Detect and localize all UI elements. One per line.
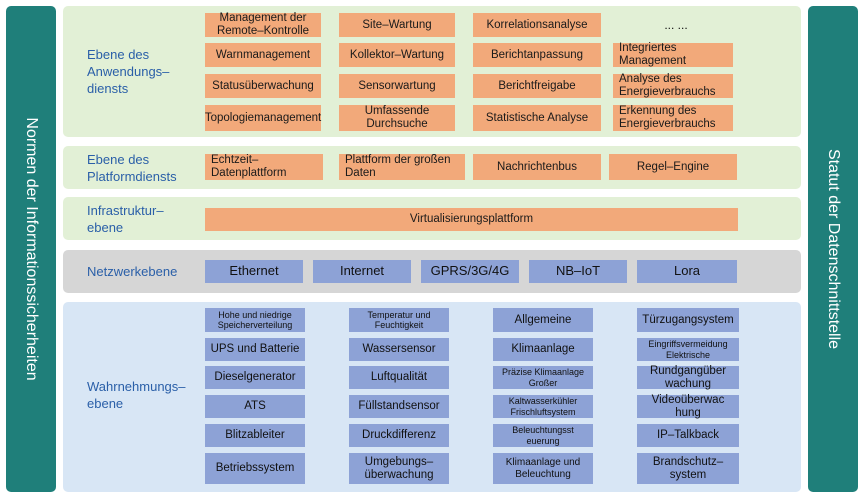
infrastructure-layer-label: Infrastruktur– ebene	[87, 203, 164, 235]
platform-item: Plattform der großen Daten	[339, 154, 465, 180]
perception-item: Eingriffsvermeidung Elektrische	[637, 338, 739, 361]
network-item: Lora	[637, 260, 737, 283]
app-item: Management der Remote–Kontrolle	[205, 12, 321, 37]
perception-item: Präzise Klimaanlage Großer	[493, 366, 593, 389]
network-layer-label: Netzwerkebene	[87, 264, 178, 279]
perception-item: UPS und Batterie	[205, 338, 305, 361]
platform-item: Nachrichtenbus	[473, 154, 601, 180]
perception-item: Hohe und niedrige Speicherverteilung	[205, 308, 305, 332]
platform-item: Regel–Engine	[609, 154, 737, 180]
network-item: Internet	[313, 260, 411, 283]
perception-item: Türzugangsystem	[637, 308, 739, 332]
perception-item: ATS	[205, 395, 305, 418]
app-item: Berichtanpassung	[473, 43, 601, 67]
perception-item: Füllstandsensor	[349, 395, 449, 418]
platform-layer-label: Ebene des Platformdiensts	[87, 152, 177, 184]
perception-layer: Wahrnehmungs– ebene Hohe und niedrige Sp…	[63, 302, 801, 492]
app-item: Berichtfreigabe	[473, 74, 601, 98]
perception-item: Allgemeine	[493, 308, 593, 332]
perception-item: Temperatur und Feuchtigkeit	[349, 308, 449, 332]
app-item: Sensorwartung	[339, 74, 455, 98]
infrastructure-layer: Infrastruktur– ebene Virtualisierungspla…	[63, 197, 801, 240]
platform-layer: Ebene des Platformdiensts Echtzeit– Date…	[63, 146, 801, 189]
perception-item: Rundgangüber wachung	[637, 365, 739, 390]
app-item: Umfassende Durchsuche	[339, 105, 455, 131]
perception-item: Umgebungs– überwachung	[349, 453, 449, 484]
perception-item: IP–Talkback	[637, 424, 739, 447]
side-bar-right-label: Statut der Datenschnittstelle	[825, 148, 842, 350]
network-layer: Netzwerkebene Ethernet Internet GPRS/3G/…	[63, 250, 801, 293]
perception-item: Brandschutz– system	[637, 453, 739, 484]
network-item: GPRS/3G/4G	[421, 260, 519, 283]
app-item: Topologiemanagement	[205, 105, 321, 131]
infrastructure-item: Virtualisierungsplattform	[205, 208, 738, 231]
perception-item: Klimaanlage	[493, 338, 593, 361]
side-bar-data-interface: Statut der Datenschnittstelle	[808, 6, 858, 492]
side-bar-left-label: Normen der Informationssicherheiten	[23, 117, 40, 381]
perception-item: Betriebssystem	[205, 453, 305, 484]
app-item-ellipsis: ... ...	[664, 18, 688, 32]
perception-item: Klimaanlage und Beleuchtung	[493, 453, 593, 484]
app-item: Integriertes Management	[613, 42, 733, 67]
platform-item: Echtzeit– Datenplattform	[205, 154, 323, 180]
network-item: NB–IoT	[529, 260, 627, 283]
perception-item: Kaltwasserkühler Frischluftsystem	[493, 395, 593, 418]
app-item: Kollektor–Wartung	[339, 43, 455, 67]
app-item: Korrelationsanalyse	[473, 13, 601, 37]
app-item: Statistische Analyse	[473, 105, 601, 131]
application-layer: Ebene des Anwendungs– diensts Management…	[63, 6, 801, 137]
side-bar-security-standards: Normen der Informationssicherheiten	[6, 6, 56, 492]
app-item: Analyse des Energieverbrauchs	[613, 73, 733, 98]
perception-item: Dieselgenerator	[205, 366, 305, 389]
application-layer-label: Ebene des Anwendungs– diensts	[87, 47, 170, 96]
app-item: Statusüberwachung	[205, 74, 321, 98]
app-item: Erkennung des Energieverbrauchs	[613, 105, 733, 131]
app-item: Warnmanagement	[205, 43, 321, 67]
network-item: Ethernet	[205, 260, 303, 283]
perception-item: Luftqualität	[349, 366, 449, 389]
perception-item: Blitzableiter	[205, 424, 305, 447]
perception-item: Beleuchtungsst euerung	[493, 424, 593, 447]
perception-item: Wassersensor	[349, 338, 449, 361]
perception-item: Videoüberwac hung	[637, 394, 739, 419]
perception-item: Druckdifferenz	[349, 424, 449, 447]
perception-layer-label: Wahrnehmungs– ebene	[87, 379, 186, 411]
app-item: Site–Wartung	[339, 13, 455, 37]
